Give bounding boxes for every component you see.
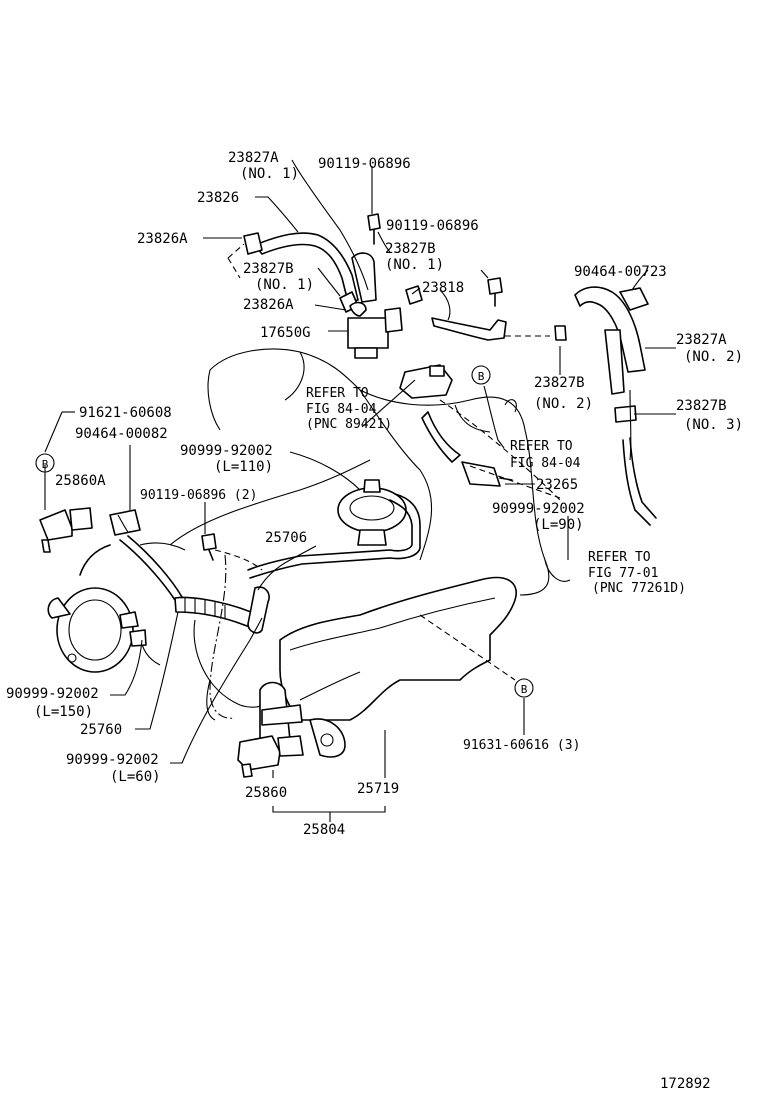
vsv-25860A bbox=[39, 507, 93, 553]
label-90999-l150-sub: (L=150) bbox=[34, 704, 93, 720]
label-refer-8404-a-line2: FIG 84-04 bbox=[306, 402, 377, 417]
label-23826A-bottom: 23826A bbox=[243, 297, 294, 313]
sensor-assembly bbox=[399, 364, 513, 487]
ref-marker-b-right: B bbox=[471, 365, 491, 385]
label-90464-00082: 90464-00082 bbox=[75, 426, 168, 442]
label-23827A-no1-sub: (NO. 1) bbox=[240, 166, 299, 182]
label-25760: 25760 bbox=[80, 722, 122, 738]
ref-b-label-right: B bbox=[478, 370, 485, 383]
figure-id: 172892 bbox=[660, 1076, 711, 1092]
label-25804: 25804 bbox=[303, 822, 345, 838]
label-25719: 25719 bbox=[357, 781, 399, 797]
label-90999-l90-sub: (L=90) bbox=[533, 517, 584, 533]
label-23265: 23265 bbox=[536, 477, 578, 493]
label-refer-8404-a-line1: REFER TO bbox=[306, 386, 369, 401]
ref-marker-b-left: B bbox=[35, 453, 55, 473]
label-refer-8404-b-line2: FIG 84-04 bbox=[510, 456, 581, 471]
label-90464-00723: 90464-00723 bbox=[574, 264, 667, 280]
ref-b-label-left: B bbox=[42, 458, 49, 471]
label-25706: 25706 bbox=[265, 530, 307, 546]
egr-modulator bbox=[47, 587, 147, 673]
label-23827B-no1-left-sub: (NO. 1) bbox=[255, 277, 314, 293]
label-90999-l110: 90999-92002 bbox=[180, 443, 273, 459]
label-90119-2: 90119-06896 (2) bbox=[140, 488, 257, 503]
egr-pipe bbox=[79, 535, 270, 634]
label-23827B-no1-right-sub: (NO. 1) bbox=[385, 257, 444, 273]
label-91631: 91631-60616 (3) bbox=[463, 738, 580, 753]
label-refer-7701-line3: (PNC 77261D) bbox=[592, 581, 686, 596]
label-23827B-no2-sub: (NO. 2) bbox=[534, 396, 593, 412]
reference-markers: B B B bbox=[35, 365, 534, 698]
label-90119-top: 90119-06896 bbox=[318, 156, 411, 172]
vsv-25860 bbox=[237, 735, 304, 778]
ref-b-label-bottom: B bbox=[521, 683, 528, 696]
leader-lines bbox=[44, 159, 676, 822]
label-90999-l90: 90999-92002 bbox=[492, 501, 585, 517]
egr-valve bbox=[247, 479, 421, 579]
intake-manifold bbox=[259, 576, 517, 758]
part-labels: 23827A (NO. 1) 90119-06896 23826 90119-0… bbox=[6, 150, 743, 1092]
label-25860A: 25860A bbox=[55, 473, 106, 489]
label-25860: 25860 bbox=[245, 785, 287, 801]
label-refer-7701-line1: REFER TO bbox=[588, 550, 651, 565]
label-17650G: 17650G bbox=[260, 325, 311, 341]
label-23827B-no3: 23827B bbox=[676, 398, 727, 414]
label-90119-mid: 90119-06896 bbox=[386, 218, 479, 234]
label-90999-l60: 90999-92002 bbox=[66, 752, 159, 768]
label-refer-8404-a-line3: (PNC 89421) bbox=[306, 417, 392, 432]
engine-outline bbox=[139, 348, 571, 721]
label-91621: 91621-60608 bbox=[79, 405, 172, 421]
label-refer-8404-b-line1: REFER TO bbox=[510, 439, 573, 454]
label-23827B-no2: 23827B bbox=[534, 375, 585, 391]
clamp-90464-00082 bbox=[109, 509, 141, 536]
bolts-90119-2 bbox=[201, 533, 217, 561]
label-23818: 23818 bbox=[422, 280, 464, 296]
label-23827A-no2-sub: (NO. 2) bbox=[684, 349, 743, 365]
label-23826: 23826 bbox=[197, 190, 239, 206]
label-refer-7701-line2: FIG 77-01 bbox=[588, 566, 658, 581]
label-90999-l110-sub: (L=110) bbox=[214, 459, 273, 475]
label-23827B-no1-right: 23827B bbox=[385, 241, 436, 257]
label-90999-l60-sub: (L=60) bbox=[110, 769, 161, 785]
ref-marker-b-bottom: B bbox=[514, 678, 534, 698]
right-hose-assembly bbox=[554, 286, 657, 526]
label-23827A-no1: 23827A bbox=[228, 150, 279, 166]
label-90999-l150: 90999-92002 bbox=[6, 686, 99, 702]
label-23827B-no1-left: 23827B bbox=[243, 261, 294, 277]
label-23826A-top: 23826A bbox=[137, 231, 188, 247]
label-23827A-no2: 23827A bbox=[676, 332, 727, 348]
label-23827B-no3-sub: (NO. 3) bbox=[684, 417, 743, 433]
